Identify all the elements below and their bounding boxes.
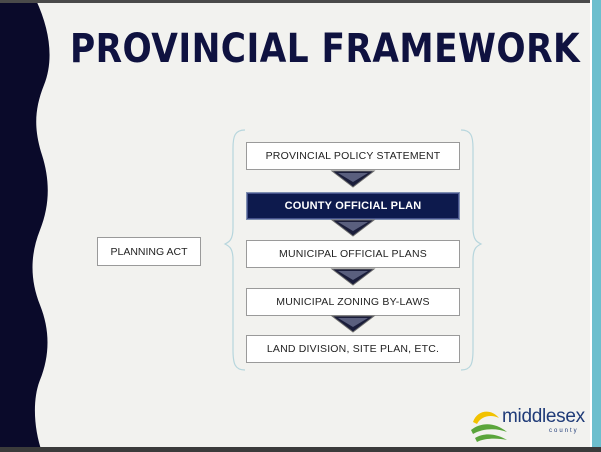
down-arrow-icon	[330, 170, 376, 188]
land-division-site-plan-box: LAND DIVISION, SITE PLAN, ETC.	[246, 335, 460, 363]
logo-subtext: county	[549, 428, 579, 434]
county-official-plan-box: COUNTY OFFICIAL PLAN	[246, 192, 460, 220]
municipal-zoning-bylaws-box: MUNICIPAL ZONING BY-LAWS	[246, 288, 460, 316]
municipal-official-plans-box: MUNICIPAL OFFICIAL PLANS	[246, 240, 460, 268]
middlesex-county-logo: middlesex county	[469, 404, 591, 446]
down-arrow-icon	[330, 219, 376, 237]
down-arrow-icon	[330, 268, 376, 286]
planning-act-box: PLANNING ACT	[97, 237, 201, 266]
left-wave-band	[0, 0, 50, 452]
logo-mark-icon	[471, 411, 507, 442]
slide-title: PROVINCIAL FRAMEWORK	[70, 26, 581, 72]
hierarchy-bracket	[223, 129, 483, 371]
top-border	[0, 0, 601, 3]
right-border-line	[590, 0, 592, 452]
bottom-border	[0, 447, 601, 452]
down-arrow-icon	[330, 315, 376, 333]
provincial-policy-statement-box: PROVINCIAL POLICY STATEMENT	[246, 142, 460, 170]
right-accent-bar	[592, 0, 601, 452]
logo-wordmark: middlesex	[502, 406, 585, 427]
